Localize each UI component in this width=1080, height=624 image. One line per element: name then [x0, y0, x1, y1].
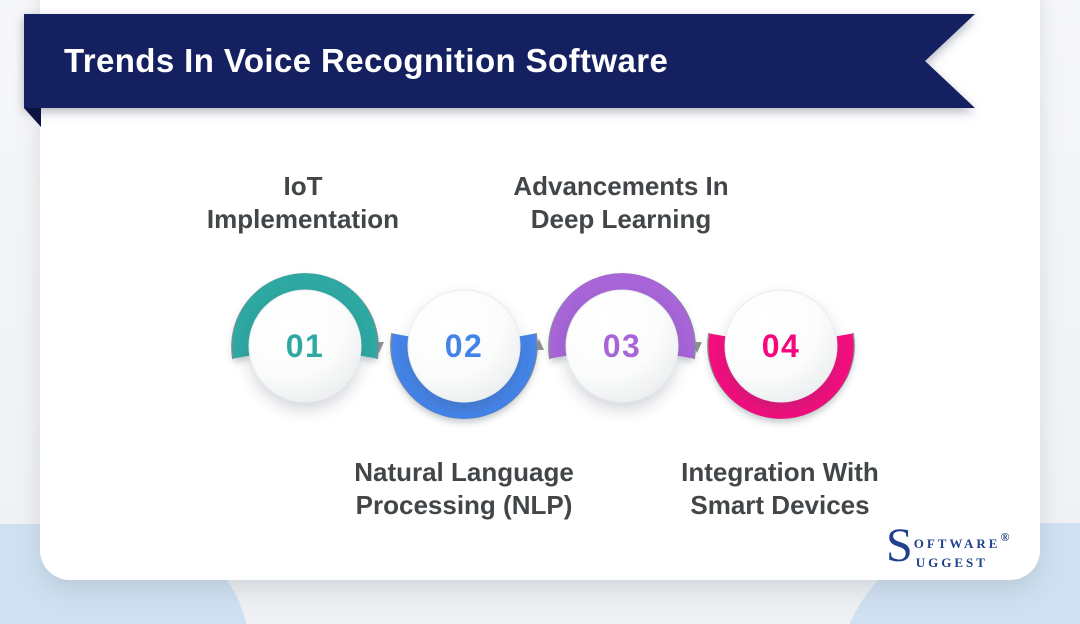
step-circle-2: [407, 289, 521, 403]
logo-word-software: oftware®: [913, 530, 1010, 552]
title-ribbon-banner: Trends In Voice Recognition Software: [24, 14, 975, 108]
logo-initial-s: S: [886, 519, 913, 572]
step-label-line: Processing (NLP): [355, 490, 573, 520]
step-number-1: 01: [285, 327, 325, 364]
step-arc-3: [549, 273, 695, 359]
step-label-1: IoT Implementation: [153, 170, 453, 236]
step-label-3: Advancements In Deep Learning: [471, 170, 771, 236]
step-label-line: Implementation: [206, 204, 400, 234]
step-label-line: Deep Learning: [530, 204, 712, 234]
step-arc-2: [391, 333, 537, 419]
step-label-line: IoT: [283, 171, 323, 201]
step-arc-1: [232, 273, 378, 359]
step-arc-4: [708, 333, 854, 419]
step-circle-3: [565, 289, 679, 403]
step-circle-4: [724, 289, 838, 403]
step-label-4: Integration With Smart Devices: [630, 456, 930, 522]
step-label-2: Natural Language Processing (NLP): [314, 456, 614, 522]
step-number-4: 04: [761, 327, 801, 364]
step-label-line: Natural Language: [354, 457, 574, 487]
step-label-line: Integration With: [681, 457, 879, 487]
step-circle-1: [248, 289, 362, 403]
logo-word-suggest: uggest: [915, 551, 988, 571]
step-label-line: Advancements In: [513, 171, 729, 201]
step-number-3: 03: [602, 327, 642, 364]
softwaresuggest-logo: S oftware® uggest: [886, 519, 1010, 572]
page-title: Trends In Voice Recognition Software: [64, 42, 669, 79]
title-ribbon: Trends In Voice Recognition Software: [24, 14, 975, 108]
registered-trademark-icon: ®: [1000, 530, 1010, 544]
step-label-line: Smart Devices: [690, 490, 870, 520]
step-number-2: 02: [444, 327, 484, 364]
